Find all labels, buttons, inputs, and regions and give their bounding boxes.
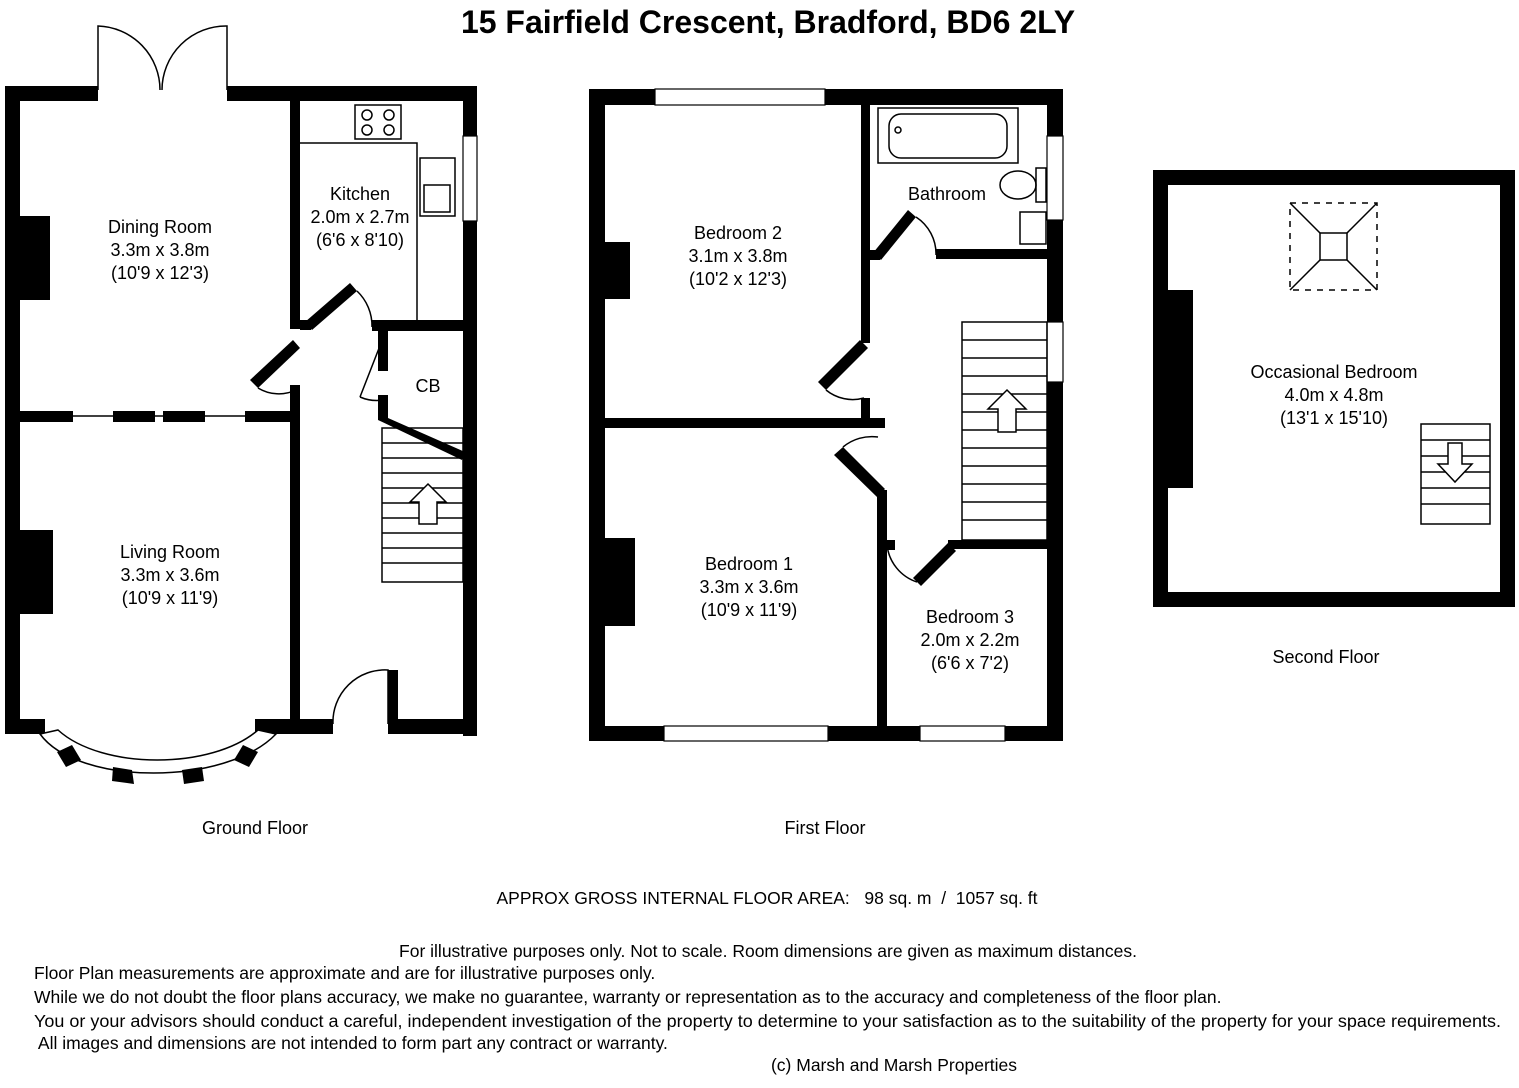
bathroom-label: Bathroom xyxy=(908,184,986,204)
first-floor-label: First Floor xyxy=(785,818,866,838)
ground-floor-plan: Dining Room 3.3m x 3.8m (10'9 x 12'3) Ki… xyxy=(5,25,478,838)
property-title: 15 Fairfield Crescent, Bradford, BD6 2LY xyxy=(461,4,1075,40)
disclaimer-line-5: All images and dimensions are not intend… xyxy=(34,1033,668,1053)
living-room-label: Living Room xyxy=(120,542,220,562)
stairs-up-arrow-icon xyxy=(408,482,448,525)
bedroom2-imperial: (10'2 x 12'3) xyxy=(689,269,787,289)
floor-area-text: APPROX GROSS INTERNAL FLOOR AREA: 98 sq.… xyxy=(496,888,1037,908)
first-floor-plan: Bathroom Bedroom 2 3.1m x 3.8m (10'2 x 1… xyxy=(589,88,1064,838)
second-floor-plan: Occasional Bedroom 4.0m x 4.8m (13'1 x 1… xyxy=(1153,170,1515,667)
living-room-metric: 3.3m x 3.6m xyxy=(120,565,219,585)
ground-floor-label: Ground Floor xyxy=(202,818,308,838)
copyright-text: (c) Marsh and Marsh Properties xyxy=(771,1055,1017,1075)
toilet-icon xyxy=(999,170,1037,200)
bedroom1-imperial: (10'9 x 11'9) xyxy=(701,600,798,620)
kitchen-metric: 2.0m x 2.7m xyxy=(310,207,409,227)
sink-icon xyxy=(419,157,456,217)
bath-icon xyxy=(877,107,1019,164)
kitchen-label: Kitchen xyxy=(330,184,390,204)
stairs-down-arrow-icon xyxy=(1436,442,1474,484)
french-door-icon xyxy=(97,25,228,91)
occasional-bedroom-imperial: (13'1 x 15'10) xyxy=(1280,408,1388,428)
bedroom1-metric: 3.3m x 3.6m xyxy=(699,577,798,597)
bay-window xyxy=(38,729,278,774)
bedroom1-label: Bedroom 1 xyxy=(705,554,793,574)
stairs-up-arrow-icon xyxy=(986,388,1028,433)
occasional-bedroom-label: Occasional Bedroom xyxy=(1250,362,1417,382)
disclaimer-line-3: While we do not doubt the floor plans ac… xyxy=(34,987,1221,1007)
dining-room-label: Dining Room xyxy=(108,217,212,237)
disclaimer-line-4: You or your advisors should conduct a ca… xyxy=(34,1011,1501,1031)
dining-room-metric: 3.3m x 3.8m xyxy=(110,240,209,260)
washbasin-icon xyxy=(1019,211,1047,245)
kitchen-imperial: (6'6 x 8'10) xyxy=(316,230,404,250)
bedroom2-metric: 3.1m x 3.8m xyxy=(688,246,787,266)
cupboard-label: CB xyxy=(415,376,440,396)
bedroom3-imperial: (6'6 x 7'2) xyxy=(931,653,1009,673)
disclaimer-line-2: Floor Plan measurements are approximate … xyxy=(34,963,655,983)
front-door-icon xyxy=(332,669,389,725)
bedroom3-metric: 2.0m x 2.2m xyxy=(920,630,1019,650)
dining-room-imperial: (10'9 x 12'3) xyxy=(111,263,209,283)
disclaimer-line-1: For illustrative purposes only. Not to s… xyxy=(399,941,1137,961)
bedroom2-label: Bedroom 2 xyxy=(694,223,782,243)
skylight-icon xyxy=(1289,202,1378,291)
occasional-bedroom-metric: 4.0m x 4.8m xyxy=(1284,385,1383,405)
bedroom3-label: Bedroom 3 xyxy=(926,607,1014,627)
living-room-imperial: (10'9 x 11'9) xyxy=(122,588,219,608)
second-floor-label: Second Floor xyxy=(1272,647,1379,667)
